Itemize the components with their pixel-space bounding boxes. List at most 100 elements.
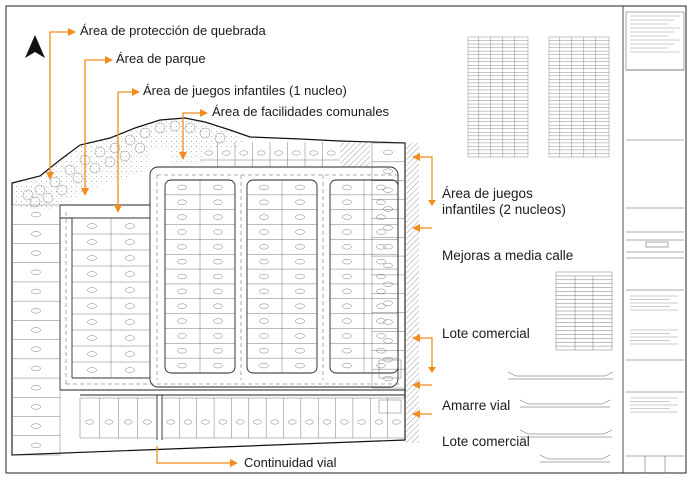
lot-number-tag	[222, 150, 231, 156]
lot-number-tag	[31, 365, 41, 372]
lot-number-tag	[259, 184, 269, 190]
lot-number-tag	[342, 348, 352, 354]
lot-number-tag	[87, 271, 97, 277]
lot-number-tag	[218, 419, 227, 425]
lot-number-tag	[383, 225, 393, 231]
lot-number-tag	[239, 150, 248, 156]
title-block	[625, 11, 685, 473]
lot-number-tag	[31, 385, 41, 391]
mejoras-hatch	[405, 143, 419, 443]
lot-number-tag	[288, 419, 297, 425]
lot-number-tag	[376, 199, 386, 205]
lot-number-tag	[235, 419, 245, 425]
lot-grid	[11, 142, 406, 456]
lot-number-tag	[177, 184, 187, 190]
lot-number-tag	[31, 250, 41, 256]
lot-number-tag	[125, 319, 135, 325]
lot-number-tag	[177, 288, 187, 294]
lot-number-tag	[257, 150, 266, 156]
lot-number-tag	[125, 367, 135, 373]
lot-number-tag	[342, 318, 352, 324]
lot-number-tag	[31, 327, 41, 333]
lot-number-tag	[274, 150, 283, 156]
lot-number-tag	[259, 229, 269, 235]
lot-number-tag	[87, 255, 97, 261]
lot-number-tag	[342, 333, 352, 339]
area-summary-table	[555, 271, 613, 351]
lot-number-tag	[342, 199, 352, 205]
tree-icon	[94, 146, 106, 158]
juegos2-zone	[340, 143, 370, 167]
lot-number-tag	[259, 303, 269, 309]
section-profile	[539, 454, 611, 460]
tree-icon	[72, 172, 84, 184]
commercial-lot	[378, 359, 402, 379]
tree-icon	[124, 134, 136, 146]
lot-number-tag	[104, 419, 114, 425]
lot-number-tag	[31, 269, 41, 275]
lot-number-tag	[87, 319, 97, 325]
section-profile	[519, 429, 613, 435]
label-juegos-2-nucleos-line2: infantiles (2 nucleos)	[442, 202, 566, 217]
lot-number-tag	[166, 419, 175, 425]
title-block-text	[630, 15, 680, 413]
lot-number-tag	[259, 288, 269, 294]
lot-number-tag	[259, 199, 269, 205]
lot-number-tag	[259, 273, 269, 280]
lot-number-tag	[383, 300, 393, 306]
lot-number-tag	[376, 244, 386, 250]
lot-number-tag	[31, 346, 41, 352]
label-juegos-2-nucleos-line1: Área de juegos	[442, 186, 533, 201]
lot-number-tag	[295, 303, 305, 309]
lot-number-tag	[295, 199, 305, 205]
lot-number-tag	[125, 351, 135, 357]
lot-number-tag	[295, 184, 305, 190]
lot-block	[371, 142, 406, 389]
lot-number-tag	[342, 184, 352, 190]
lot-number-tag	[31, 288, 41, 295]
lot-number-tag	[383, 338, 393, 344]
lot-number-tag	[85, 419, 94, 425]
road-network	[59, 166, 405, 440]
tree-icon	[42, 192, 54, 204]
tree-icon	[119, 150, 131, 162]
lot-number-tag	[31, 231, 41, 237]
lot-number-tag	[270, 419, 280, 425]
lot-number-tag	[177, 318, 187, 324]
lot-number-tag	[383, 187, 393, 193]
lot-number-tag	[383, 281, 393, 287]
lot-number-tag	[177, 363, 187, 369]
lot-number-tag	[213, 229, 223, 235]
lot-number-tag	[87, 287, 97, 293]
tree-icon	[104, 156, 116, 168]
section-profile	[519, 399, 611, 405]
tree-icon	[109, 142, 121, 154]
lot-number-tag	[295, 229, 305, 235]
lot-number-tag	[87, 367, 97, 373]
lot-number-tag	[31, 442, 41, 448]
lot-number-tag	[342, 288, 352, 294]
tree-icon	[139, 127, 151, 139]
tree-icon	[184, 122, 196, 134]
lot-number-tag	[295, 318, 305, 324]
coordinate-tables	[467, 36, 610, 158]
lot-number-tag	[177, 199, 187, 205]
lot-number-tag	[87, 335, 97, 341]
lot-number-tag	[295, 288, 305, 294]
label-area-parque: Área de parque	[116, 51, 206, 66]
section-profile	[507, 371, 614, 377]
lot-number-tag	[213, 303, 223, 309]
lot-number-tag	[376, 273, 386, 280]
lot-number-tag	[295, 244, 305, 250]
lot-number-tag	[383, 244, 393, 250]
lot-number-tag	[213, 214, 223, 220]
lot-number-tag	[259, 244, 269, 250]
lot-block	[11, 204, 61, 456]
lot-number-tag	[376, 229, 386, 235]
lot-number-tag	[295, 363, 305, 369]
lot-number-tag	[383, 376, 393, 382]
lot-number-tag	[383, 206, 393, 212]
label-mejoras-media-calle: Mejoras a media calle	[442, 248, 574, 263]
tree-icon	[49, 176, 61, 188]
